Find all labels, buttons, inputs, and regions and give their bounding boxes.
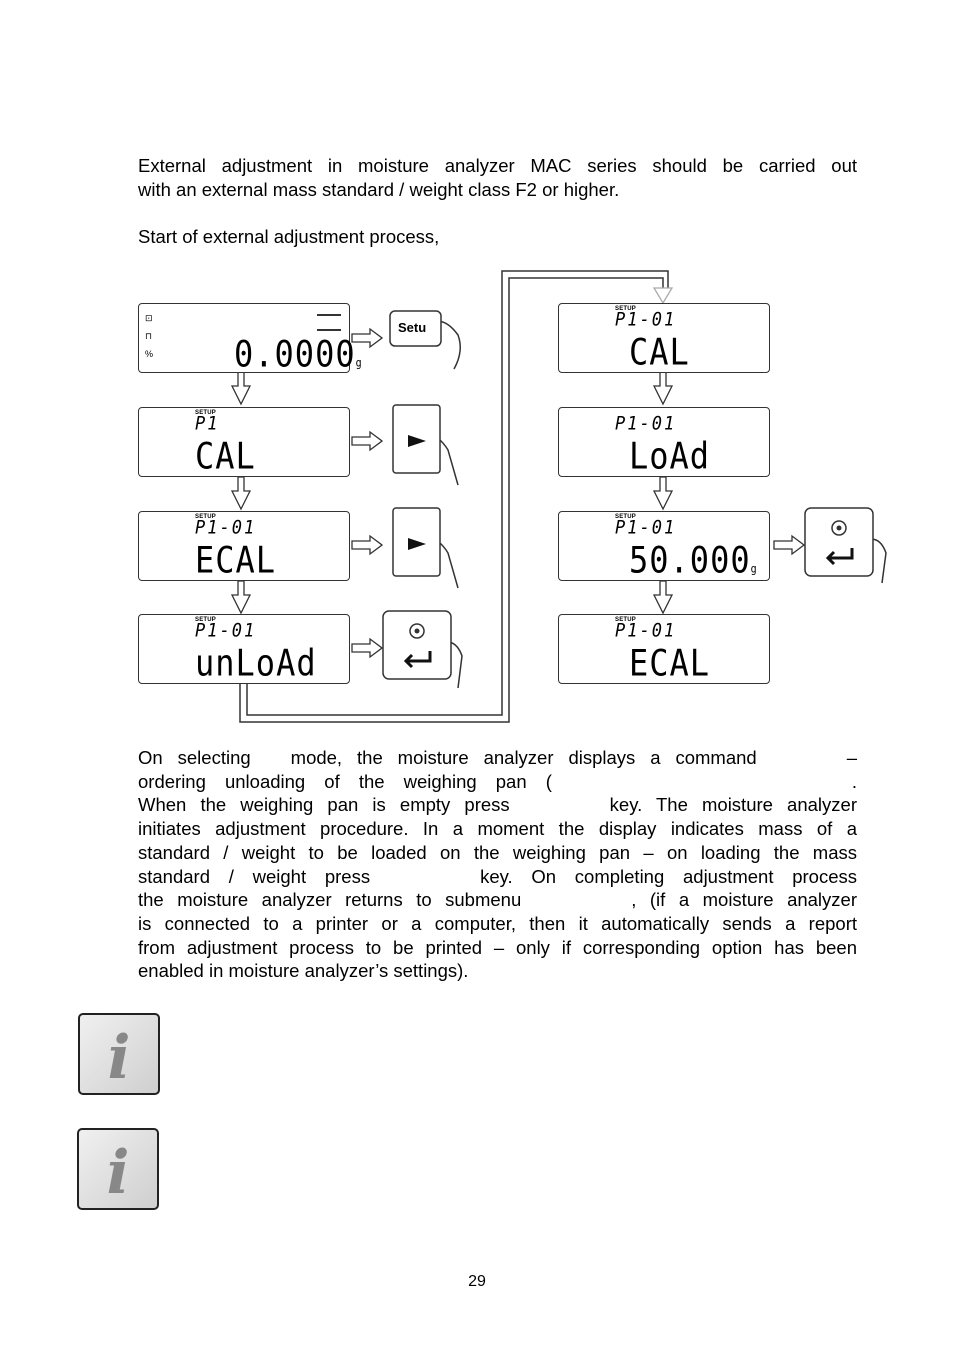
info-icon: i	[78, 1013, 160, 1095]
intro-start: Start of external adjustment process,	[138, 226, 440, 247]
status-icons: ⊡⊓%	[145, 313, 154, 359]
down-arrows-right	[652, 287, 674, 615]
display-ecal-return: SETUP P1-01 ECAL	[558, 614, 770, 685]
display-ecal: SETUP P1-01 ECAL	[138, 511, 350, 582]
down-arrows-left	[230, 371, 252, 615]
display-main-value: 0.0000g	[234, 332, 363, 376]
setup-key-label: Setu	[398, 320, 427, 335]
display-p1-cal: SETUP P1 CAL	[138, 407, 350, 478]
stability-icon	[317, 314, 341, 316]
right-arrows	[351, 327, 806, 659]
display-p1-01-cal: SETUP P1-01 CAL	[558, 303, 770, 374]
intro-line-2: with an external mass standard / weight …	[138, 178, 620, 200]
page-number: 29	[468, 1273, 486, 1290]
intro-paragraph: External adjustment in moisture analyzer…	[138, 154, 857, 201]
adjustment-flow-diagram	[230, 270, 887, 723]
display-load: P1-01 LoAd	[558, 407, 770, 478]
display-mass-reading: ⊡⊓% 0.0000g	[138, 303, 362, 376]
intro-line-1: External adjustment in moisture analyzer…	[138, 155, 857, 176]
display-unload: SETUP P1-01 unLoAd	[138, 614, 350, 685]
display-mass-standard: SETUP P1-01 50.000g	[558, 511, 770, 582]
info-icon: i	[77, 1128, 159, 1210]
